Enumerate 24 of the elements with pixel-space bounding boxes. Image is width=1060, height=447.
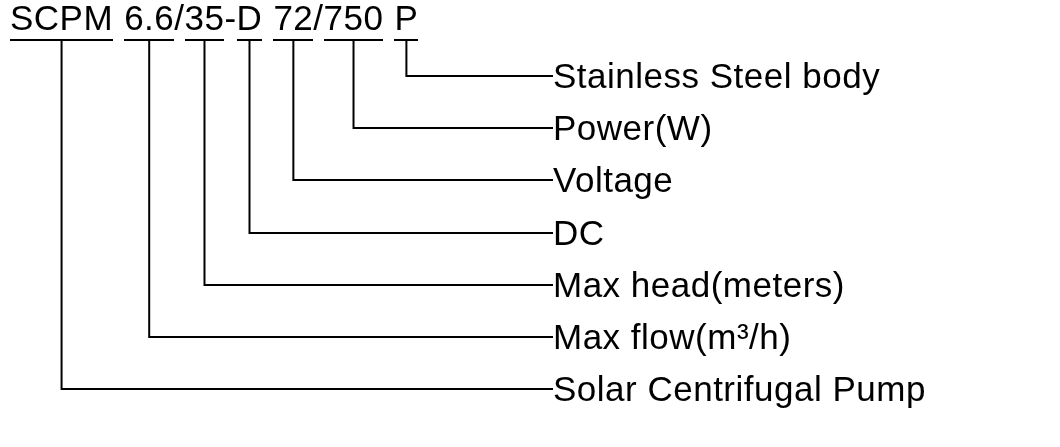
leader-line xyxy=(148,40,554,338)
model-code-segment: P xyxy=(394,0,419,41)
model-code-segment: 750 xyxy=(323,0,384,41)
code-separator: / xyxy=(174,0,185,36)
model-code-segment: D xyxy=(236,0,263,41)
description-label: Solar Centrifugal Pump xyxy=(553,369,926,409)
code-separator: - xyxy=(224,0,237,36)
description-label: Stainless Steel body xyxy=(553,56,881,96)
description-label: Max head(meters) xyxy=(553,265,845,305)
description-label: Max flow(m³/h) xyxy=(553,317,792,357)
leader-line xyxy=(352,40,554,129)
model-code-segment: 35 xyxy=(184,0,225,41)
model-code-segment: 72 xyxy=(273,0,314,41)
description-label: DC xyxy=(553,213,605,253)
leader-line xyxy=(405,40,554,77)
model-code-segment: SCPM xyxy=(10,0,114,41)
code-separator: / xyxy=(313,0,324,36)
leader-line xyxy=(60,40,554,390)
description-label: Voltage xyxy=(553,160,674,200)
description-label: Power(W) xyxy=(553,108,713,148)
leader-line xyxy=(292,40,554,181)
leader-line xyxy=(203,40,554,286)
leader-line xyxy=(248,40,554,234)
model-code-segment: 6.6 xyxy=(124,0,175,41)
